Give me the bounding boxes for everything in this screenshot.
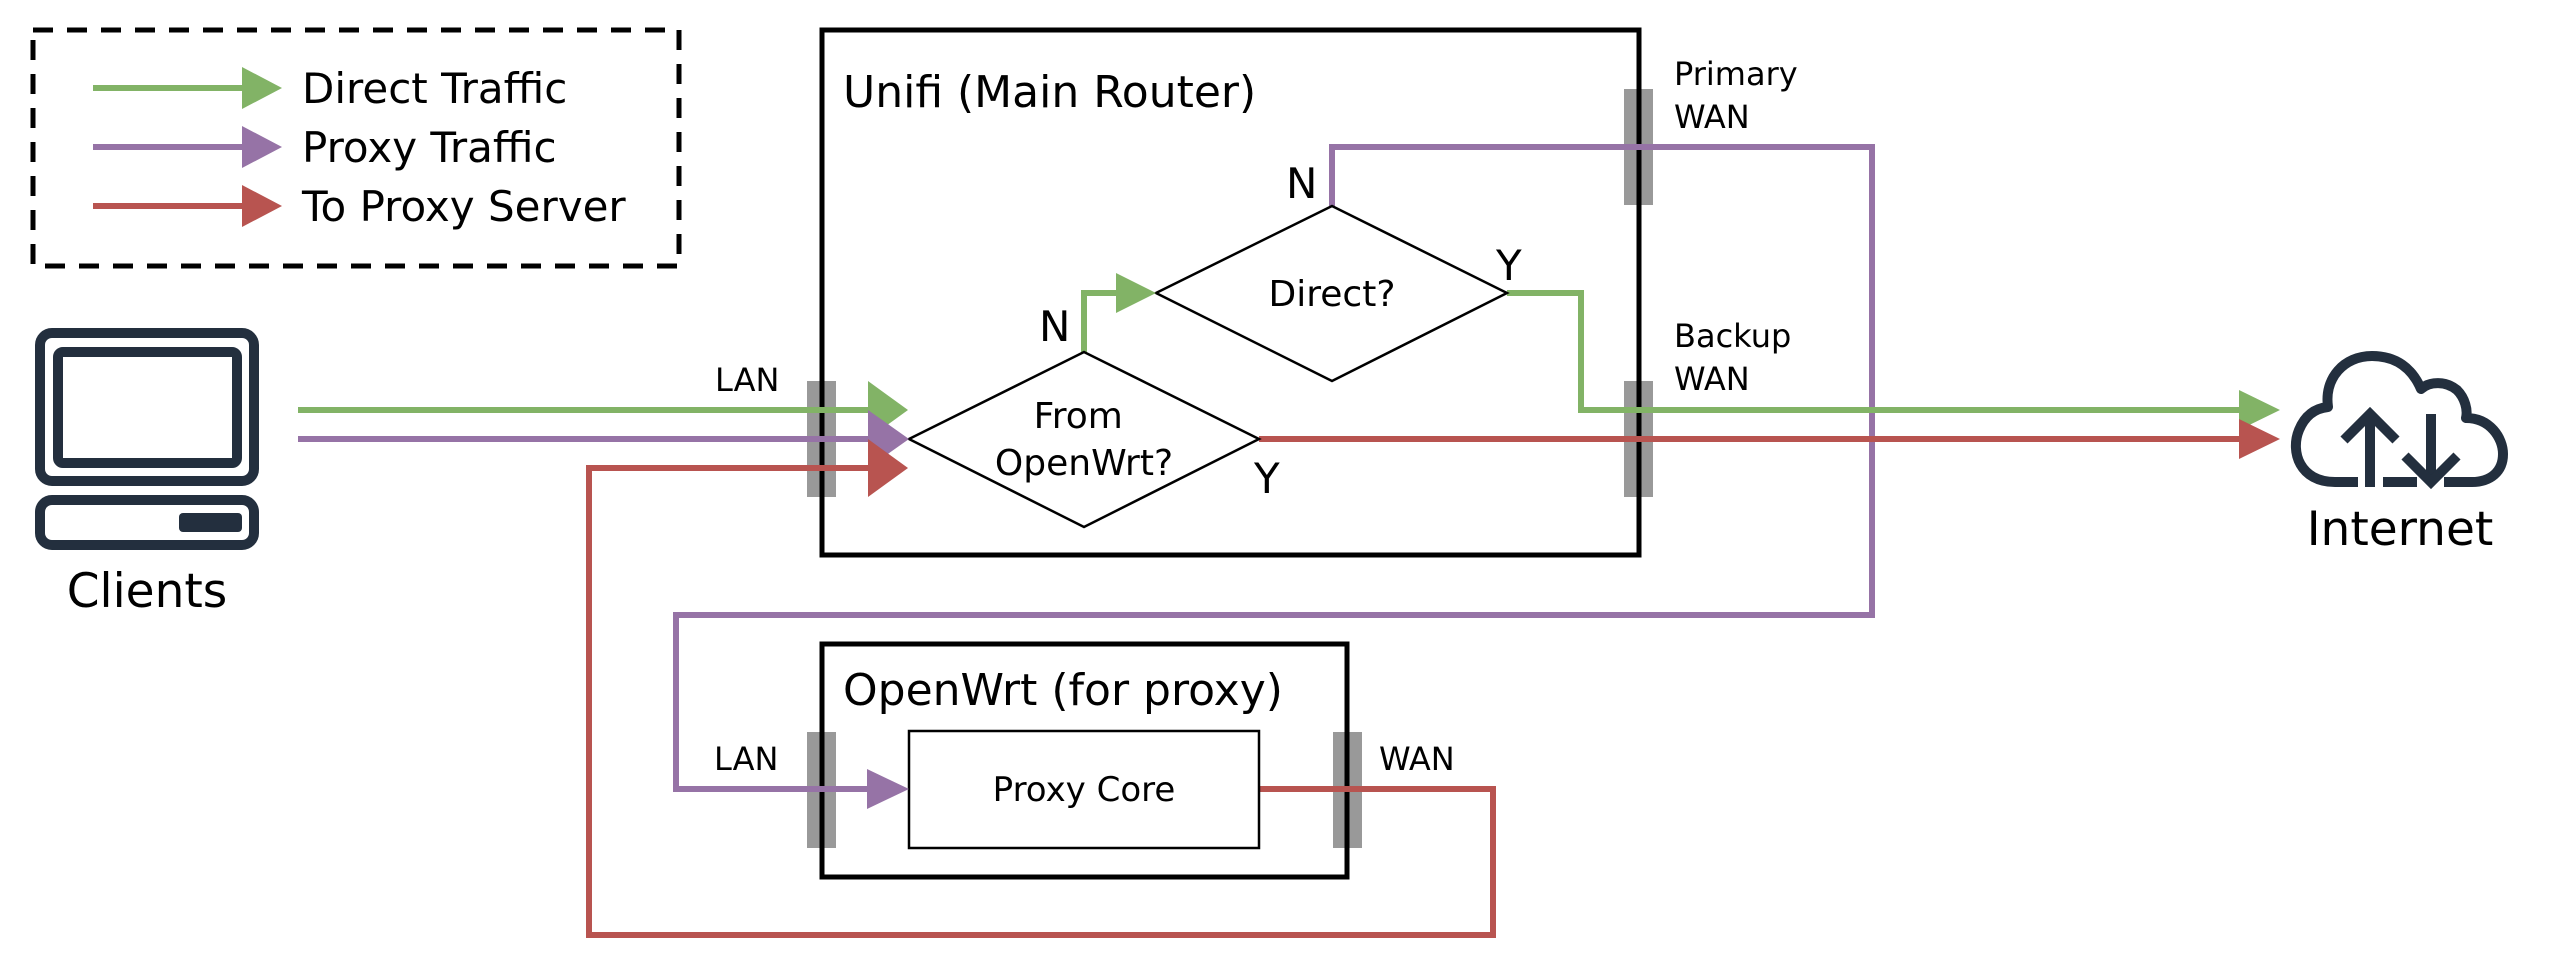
openwrt-router: OpenWrt (for proxy) Proxy Core LAN WAN	[714, 641, 1455, 880]
arrowhead-red-into-unifi	[868, 439, 908, 497]
cloud-upload-download-icon	[2290, 351, 2508, 490]
unifi-router-box	[819, 27, 1642, 558]
legend: Direct Traffic Proxy Traffic To Proxy Se…	[30, 27, 682, 269]
openwrt-lan-label: LAN	[714, 740, 778, 778]
decision-from-openwrt-diamond	[906, 350, 1262, 529]
legend-item-direct: Direct Traffic	[93, 64, 567, 113]
from-openwrt-line1: From	[1034, 396, 1123, 437]
flow-direct-from-to-direct	[1081, 290, 1120, 352]
legend-label-to-proxy-server: To Proxy Server	[301, 182, 626, 231]
decision-direct-label: Direct?	[1269, 274, 1396, 315]
arrowhead-red-into-internet	[2239, 419, 2280, 459]
decision-from-openwrt-label: From OpenWrt?	[995, 396, 1173, 484]
decision-direct-no-label: N	[1286, 159, 1317, 208]
arrowhead-direct-into-internet	[2239, 390, 2280, 430]
legend-item-proxy: Proxy Traffic	[93, 123, 557, 172]
decision-from-openwrt-no-label: N	[1039, 302, 1070, 351]
clients-node: Clients	[35, 328, 259, 619]
flow-overlays	[800, 144, 1680, 792]
proxy-core-box	[907, 729, 1261, 850]
arrowheads	[867, 273, 2280, 809]
flow-proxy-unifi-to-openwrt	[673, 144, 1875, 792]
internet-label: Internet	[2307, 502, 2494, 557]
from-openwrt-line2: OpenWrt?	[995, 443, 1173, 484]
flows	[298, 144, 2242, 938]
backup-wan-label-line1: Backup	[1674, 317, 1791, 355]
openwrt-wan-label: WAN	[1379, 740, 1455, 778]
proxy-core-label: Proxy Core	[993, 770, 1176, 810]
decision-direct-diamond	[1153, 204, 1510, 383]
unifi-primary-wan-label: Primary WAN	[1674, 55, 1808, 136]
flow-direct-to-internet	[1507, 290, 2242, 413]
flow-proxy-core-to-unifi	[586, 465, 1496, 938]
legend-item-to-proxy-server: To Proxy Server	[93, 182, 626, 231]
decision-from-openwrt: From OpenWrt? N Y	[906, 302, 1280, 529]
legend-label-direct: Direct Traffic	[302, 64, 567, 113]
unifi-backup-wan-label: Backup WAN	[1674, 317, 1801, 398]
decision-direct-yes-label: Y	[1495, 241, 1522, 290]
legend-label-proxy: Proxy Traffic	[302, 123, 557, 172]
decision-from-openwrt-yes-label: Y	[1253, 454, 1280, 503]
primary-wan-label-line1: Primary	[1674, 55, 1798, 93]
unifi-lan-label: LAN	[715, 361, 779, 399]
desktop-computer-icon	[35, 328, 259, 550]
arrowhead-direct-into-direct-decision	[1116, 273, 1156, 313]
arrowhead-proxy-into-proxy-core	[867, 769, 909, 809]
unifi-router-title: Unifi (Main Router)	[843, 67, 1256, 118]
decision-direct: Direct? N Y	[1153, 159, 1522, 383]
backup-wan-label-line2: WAN	[1674, 360, 1750, 398]
legend-border	[30, 27, 682, 269]
internet-node: Internet	[2290, 351, 2508, 557]
primary-wan-label-line2: WAN	[1674, 98, 1750, 136]
legend-arrowhead-to-proxy-server	[242, 185, 282, 227]
legend-arrowhead-direct	[242, 67, 282, 109]
openwrt-router-title: OpenWrt (for proxy)	[843, 665, 1283, 716]
legend-arrowhead-proxy	[242, 126, 282, 168]
clients-label: Clients	[67, 564, 228, 619]
